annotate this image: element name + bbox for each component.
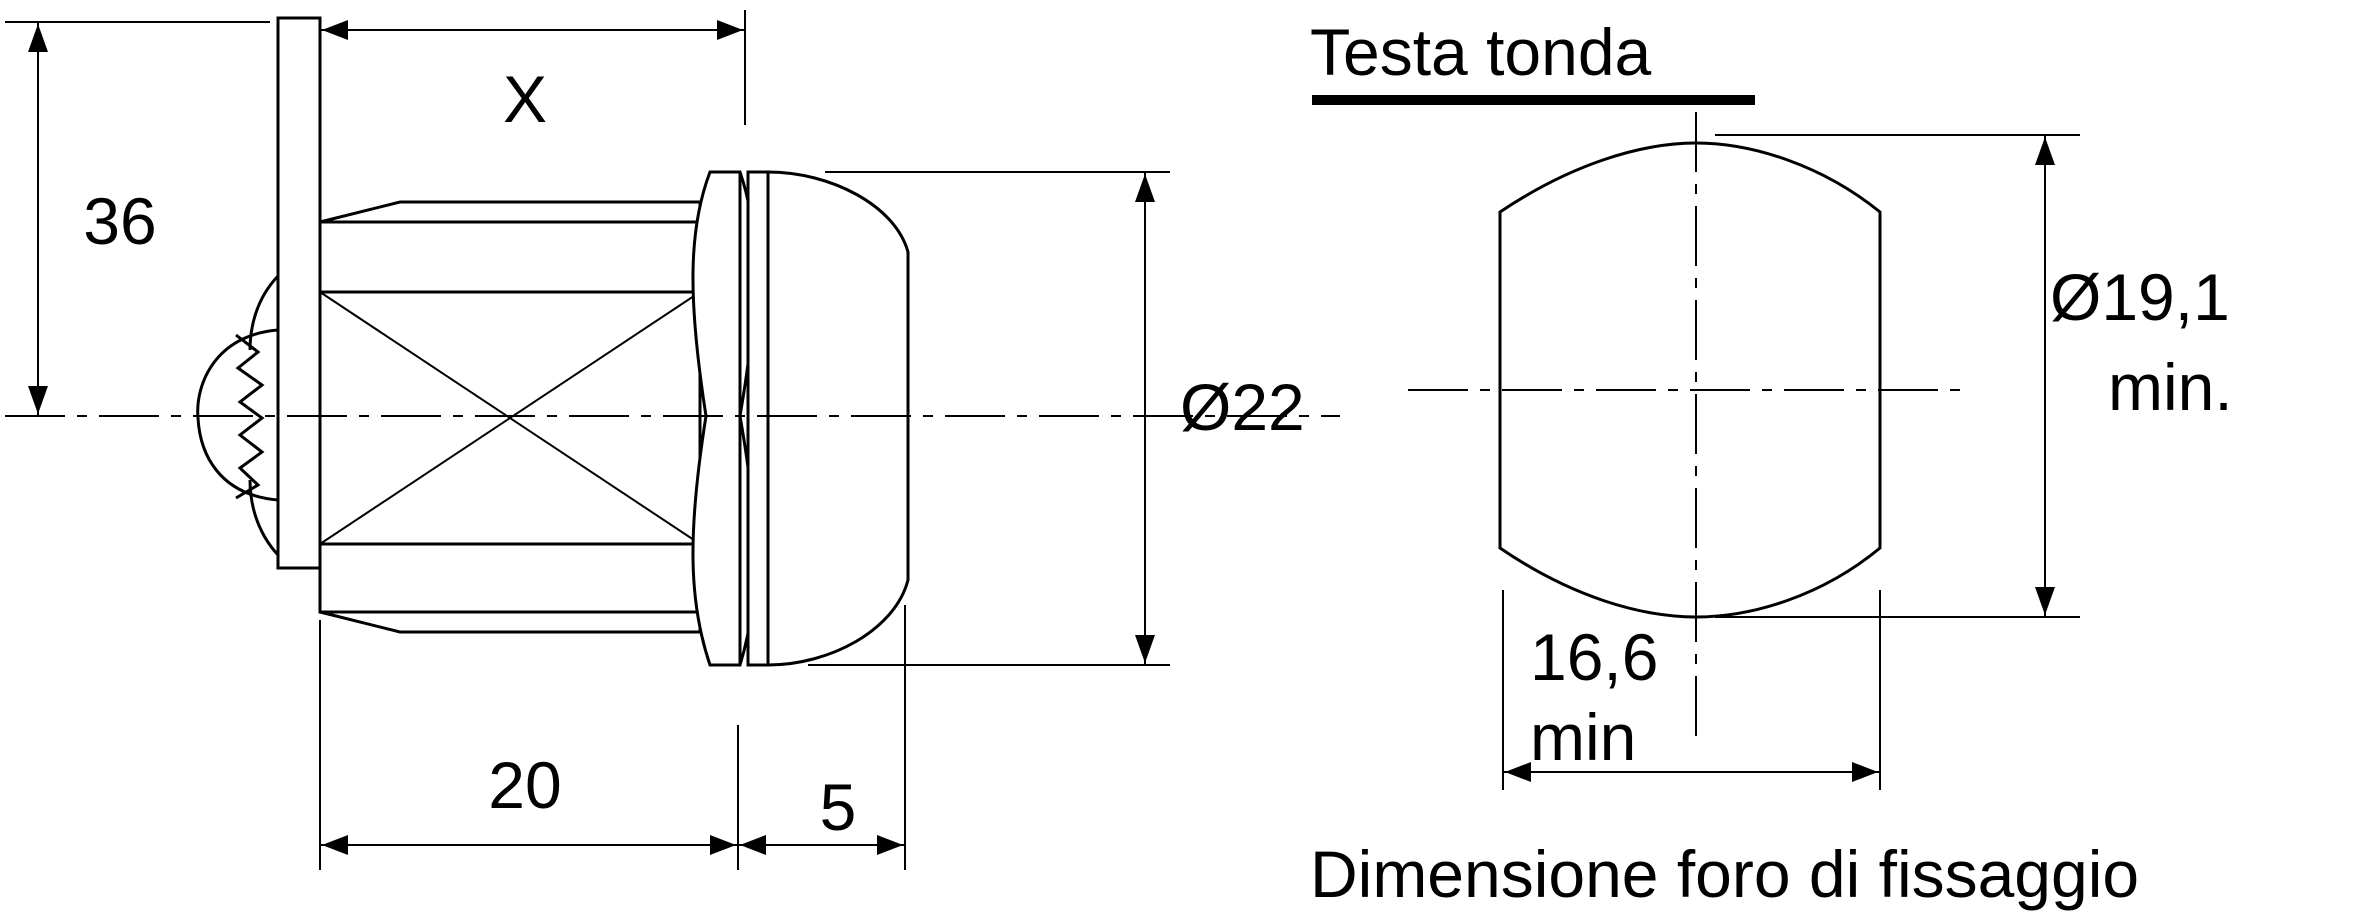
title-underline: [1312, 95, 1755, 105]
dim-36-label: 36: [83, 184, 156, 258]
dimension-36: 36: [5, 21, 270, 416]
cam-lock-side-view: [5, 16, 1340, 667]
hole-view-caption: Dimensione foro di fissaggio: [1310, 837, 2139, 911]
dimension-x: X: [320, 10, 746, 136]
key-shoulder: [248, 274, 280, 557]
body-bottom-step: [319, 610, 702, 634]
dim-diameter-19-label: Ø19,1: [2050, 260, 2230, 334]
dim-diameter-22-label: Ø22: [1180, 370, 1305, 444]
dimension-diameter-19: Ø19,1 min.: [1715, 134, 2233, 618]
dim-x-label: X: [503, 62, 547, 136]
dim-16-6-suffix: min: [1530, 700, 1636, 774]
mounting-hole-outline: [1498, 141, 1882, 619]
dim-5-label: 5: [820, 770, 857, 844]
body-cross-2: [319, 291, 701, 545]
front-flange: [276, 16, 322, 570]
dim-16-6-label: 16,6: [1530, 620, 1658, 694]
body-top-step: [319, 200, 702, 224]
hex-nut: [691, 170, 757, 667]
dimension-diameter-22: Ø22: [808, 171, 1305, 666]
mounting-hole-view: Testa tonda: [1310, 15, 1972, 745]
hole-view-title: Testa tonda: [1310, 15, 1652, 89]
dimension-16-6: 16,6 min: [1502, 590, 1881, 790]
front-head: [746, 170, 910, 667]
dim-20-label: 20: [488, 748, 561, 822]
dim-diameter-19-suffix: min.: [2108, 350, 2233, 424]
dimension-5: 5: [738, 605, 906, 870]
dimension-20: 20: [319, 620, 739, 870]
key-serration: [235, 333, 265, 500]
